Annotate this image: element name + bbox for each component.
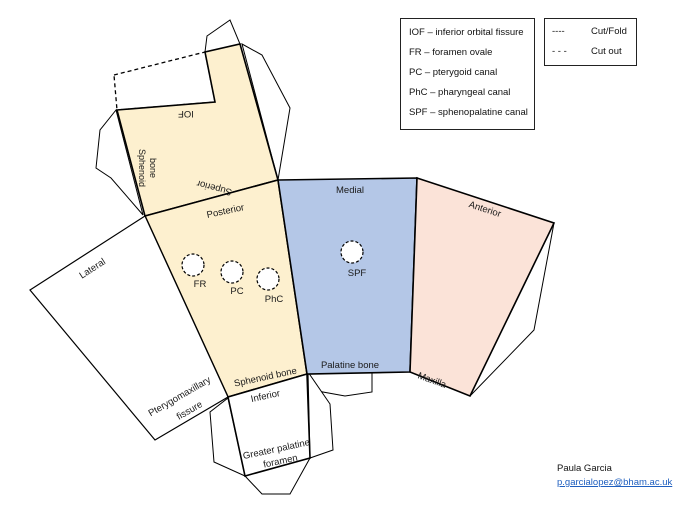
spf-label: SPF	[348, 268, 367, 279]
sphenoid-bone-label-line2: bone	[148, 158, 158, 178]
fr-label: FR	[194, 279, 207, 290]
pc-cutout-circle	[220, 260, 244, 284]
legend-item-spf: SPF – sphenopalatine canal	[409, 107, 528, 118]
cut-fold-label: Cut/Fold	[591, 26, 627, 37]
cut-out-label: Cut out	[591, 46, 622, 57]
phc-cutout-circle	[256, 267, 280, 291]
palatine-bone-label: Palatine bone	[321, 360, 379, 371]
maxilla-anterior-face	[409, 176, 556, 398]
legend-item-phc: PhC – pharyngeal canal	[409, 87, 511, 98]
abbreviation-legend: IOF – inferior orbital fissure FR – fora…	[400, 18, 535, 130]
iof-cutout-tab	[113, 51, 216, 111]
pc-label: PC	[230, 286, 243, 297]
cut-fold-symbol: ----	[552, 26, 565, 37]
author-email-link[interactable]: p.garcialopez@bham.ac.uk	[557, 477, 673, 488]
legend-item-fr: FR – foramen ovale	[409, 47, 493, 58]
fr-cutout-circle	[181, 253, 205, 277]
legend-item-pc: PC – pterygoid canal	[409, 67, 498, 78]
spf-cutout-circle	[340, 240, 364, 264]
iof-label: IOF	[178, 108, 194, 119]
author-credit: Paula Garcia p.garcialopez@bham.ac.uk	[557, 462, 672, 490]
legend-item-iof: IOF – inferior orbital fissure	[409, 27, 524, 38]
lateral-face	[29, 215, 229, 441]
sphenoid-bone-label-line1: Sphenoid	[137, 149, 147, 187]
phc-label: PhC	[265, 294, 284, 305]
cut-out-symbol: - - -	[552, 46, 567, 57]
author-name: Paula Garcia	[557, 463, 612, 474]
line-key-legend: ---- Cut/Fold - - - Cut out	[544, 18, 637, 66]
top-left-tab	[95, 108, 144, 216]
medial-label: Medial	[336, 185, 364, 196]
inferior-face	[227, 372, 311, 477]
